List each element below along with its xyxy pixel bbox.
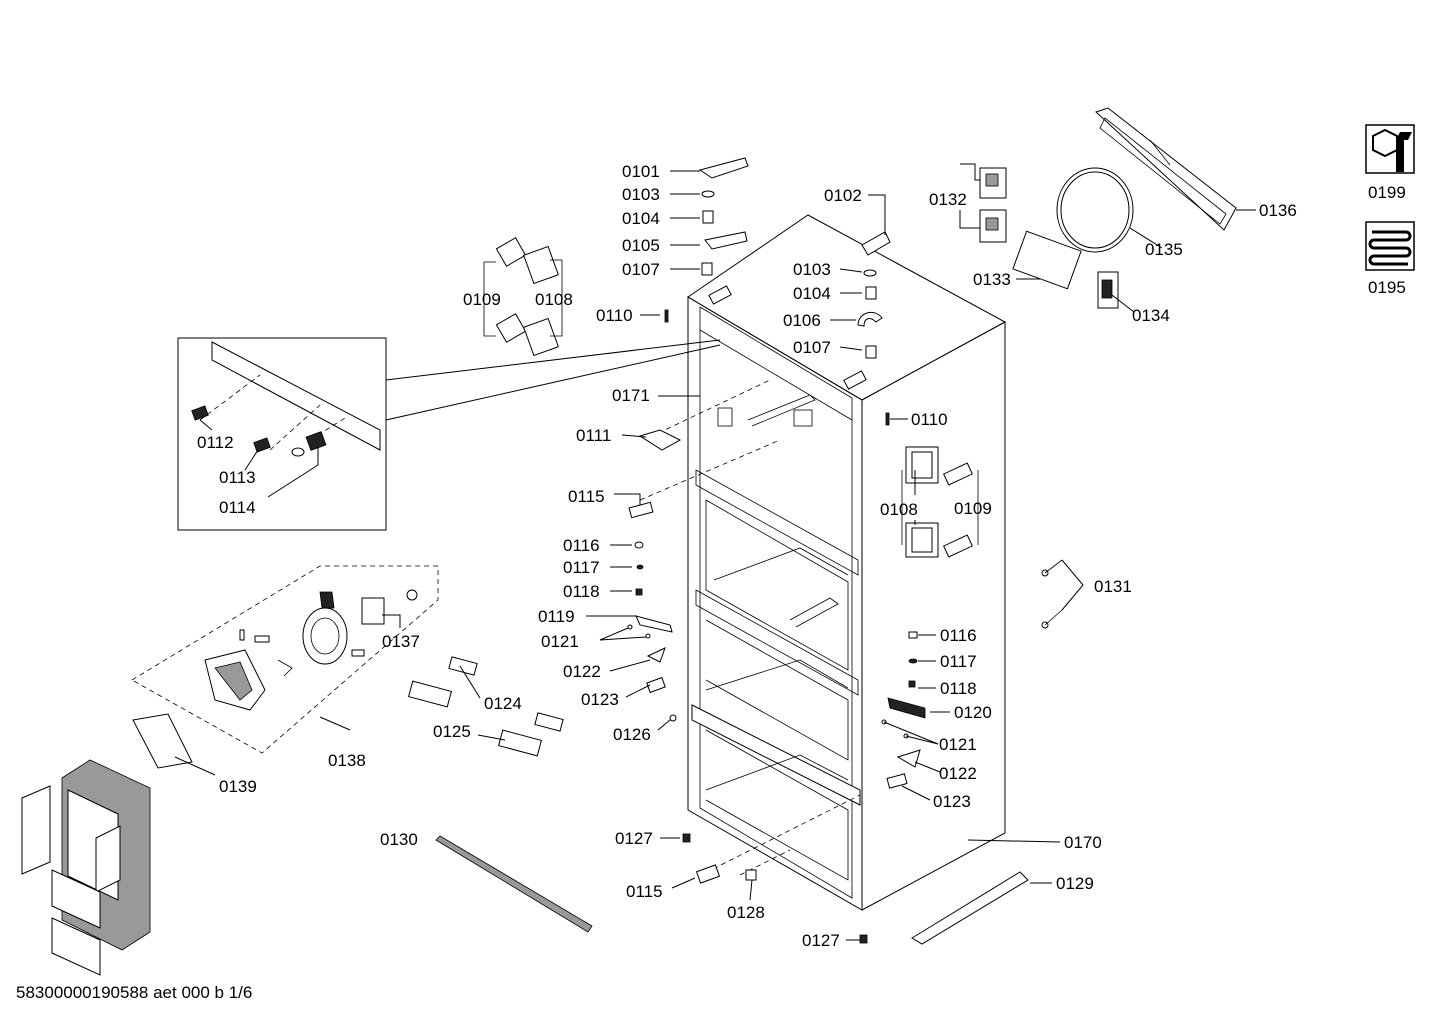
label-0135: 0135 xyxy=(1145,240,1183,259)
label-0127-b: 0127 xyxy=(802,931,840,950)
label-0115-b: 0115 xyxy=(626,882,663,901)
leader-lines xyxy=(174,163,1256,941)
label-0124: 0124 xyxy=(484,694,522,713)
label-0113: 0113 xyxy=(219,468,256,487)
label-0116-b: 0116 xyxy=(940,626,977,645)
label-0102: 0102 xyxy=(824,186,862,205)
label-0109-b: 0109 xyxy=(954,499,992,518)
label-0103-b: 0103 xyxy=(793,260,831,279)
label-0121: 0121 xyxy=(541,632,579,651)
label-0122-b: 0122 xyxy=(939,764,977,783)
label-0107-b: 0107 xyxy=(793,338,831,357)
label-0116: 0116 xyxy=(563,536,600,555)
label-0133: 0133 xyxy=(973,270,1011,289)
label-0103: 0103 xyxy=(622,185,660,204)
label-0132: 0132 xyxy=(929,190,967,209)
label-0101: 0101 xyxy=(622,162,660,181)
label-0104: 0104 xyxy=(622,209,660,228)
label-0170: 0170 xyxy=(1064,833,1102,852)
label-0112: 0112 xyxy=(197,433,234,452)
label-0121-b: 0121 xyxy=(939,735,977,754)
label-0123-b: 0123 xyxy=(933,792,971,811)
part-labels: 0101 0103 0104 0105 0107 0102 0103 0104 … xyxy=(197,162,1297,950)
label-0128: 0128 xyxy=(727,903,765,922)
cabinet-housing xyxy=(639,214,1007,911)
fan-assembly-group xyxy=(131,565,439,754)
legend-code-0199: 0199 xyxy=(1368,183,1406,202)
wrench-nut-icon xyxy=(1365,124,1415,174)
label-0107: 0107 xyxy=(622,260,660,279)
heating-coil-icon xyxy=(1365,221,1415,271)
bottom-small-parts xyxy=(682,833,868,944)
label-0139: 0139 xyxy=(219,777,257,796)
panel-0139 xyxy=(132,713,193,769)
label-0125: 0125 xyxy=(433,722,471,741)
label-0118-b: 0118 xyxy=(940,679,977,698)
label-0106: 0106 xyxy=(783,311,821,330)
label-0129: 0129 xyxy=(1056,874,1094,893)
label-0108: 0108 xyxy=(535,290,573,309)
label-0138: 0138 xyxy=(328,751,366,770)
label-0109: 0109 xyxy=(463,290,501,309)
label-0117: 0117 xyxy=(563,558,600,577)
label-0130: 0130 xyxy=(380,830,418,849)
label-0108-b: 0108 xyxy=(880,500,918,519)
label-0127: 0127 xyxy=(615,829,653,848)
document-code: 58300000190588 aet 000 b 1/6 xyxy=(16,983,252,1002)
label-0122: 0122 xyxy=(563,662,601,681)
label-0126: 0126 xyxy=(613,725,651,744)
legend: 0199 0195 xyxy=(1365,124,1415,297)
appliance-overview-thumbnail xyxy=(21,759,151,976)
label-0115: 0115 xyxy=(568,487,605,506)
pads-right-group xyxy=(901,446,979,558)
label-0136: 0136 xyxy=(1259,201,1297,220)
left-small-parts xyxy=(627,429,682,722)
label-0120: 0120 xyxy=(954,703,992,722)
label-0104-b: 0104 xyxy=(793,284,831,303)
label-0123: 0123 xyxy=(581,690,619,709)
label-0114: 0114 xyxy=(219,498,256,517)
cover-parts xyxy=(407,656,564,757)
right-small-parts xyxy=(881,631,926,789)
label-0134: 0134 xyxy=(1132,306,1170,325)
label-0119: 0119 xyxy=(538,607,575,626)
label-0105: 0105 xyxy=(622,236,660,255)
label-0118: 0118 xyxy=(563,582,600,601)
legend-code-0195: 0195 xyxy=(1368,278,1406,297)
label-0131: 0131 xyxy=(1094,577,1132,596)
label-0137: 0137 xyxy=(382,632,420,651)
label-0110: 0110 xyxy=(596,306,633,325)
label-0111: 0111 xyxy=(576,426,611,445)
pads-left-group xyxy=(483,237,563,357)
wire-0131 xyxy=(1041,559,1063,629)
rail-0130 xyxy=(435,835,593,933)
label-0117-b: 0117 xyxy=(940,652,977,671)
control-parts-group xyxy=(979,107,1237,309)
hinge-parts-group xyxy=(664,157,891,426)
label-0171: 0171 xyxy=(612,386,650,405)
label-0110-b: 0110 xyxy=(911,410,948,429)
detail-inset xyxy=(177,337,721,531)
rail-0129 xyxy=(911,871,1029,945)
